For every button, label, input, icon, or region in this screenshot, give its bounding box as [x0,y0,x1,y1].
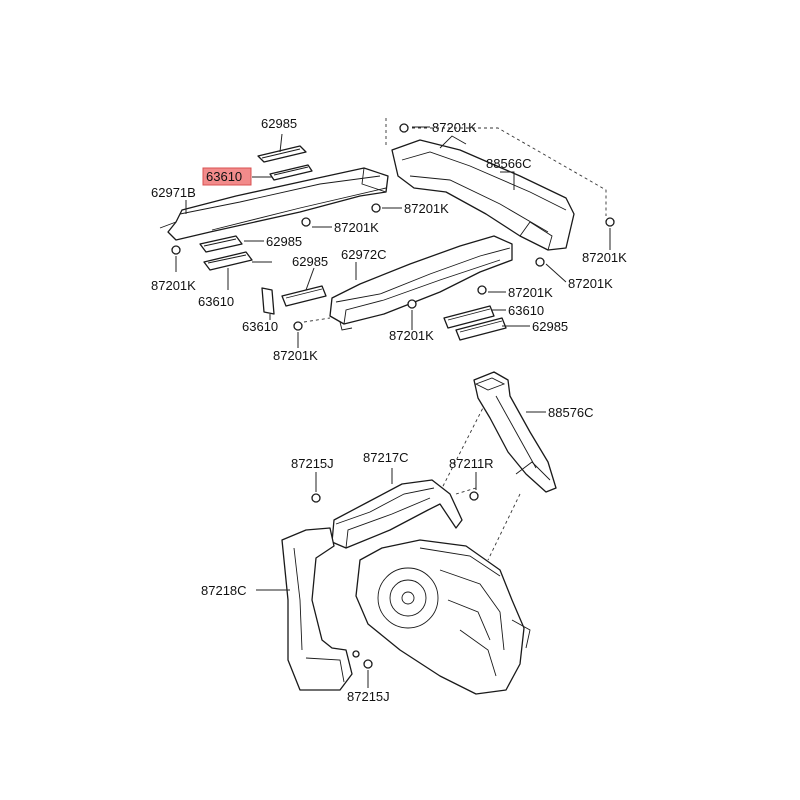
duct-87218C [281,527,353,691]
label-87201K-a: 87201K [432,120,477,135]
label-87201K-c: 87201K [334,220,379,235]
label-63610-c: 63610 [242,319,278,334]
label-63610-b: 63610 [508,303,544,318]
blower-unit [355,539,531,695]
duct-88576C [473,371,557,493]
label-87218C: 87218C [201,583,247,598]
duct-88566C [391,135,575,251]
label-87201K-i: 87201K [273,348,318,363]
gasket-63610-highlight [269,164,313,181]
label-87215J-a: 87215J [291,456,334,471]
duct-62972C [329,235,513,331]
highlight-box [202,167,252,186]
label-87201K-g: 87201K [508,285,553,300]
fasteners-lower [311,491,479,669]
part-labels: 62985 63610 62971B 87201K 88566C 87201K … [151,116,627,704]
label-62985-a: 62985 [261,116,297,131]
gasket-63610-left [199,235,253,271]
leader-lines [175,126,611,688]
label-87217C: 87217C [363,450,409,465]
label-62971B: 62971B [151,185,196,200]
label-88576C: 88576C [548,405,594,420]
label-88566C: 88566C [486,156,532,171]
label-87201K-h: 87201K [389,328,434,343]
gasket-63610-right [443,305,507,341]
label-87201K-e: 87201K [151,278,196,293]
gasket-63610-mid [261,285,327,315]
label-87215J-b: 87215J [347,689,390,704]
label-62985-b: 62985 [266,234,302,249]
label-63610-a: 63610 [198,294,234,309]
clips-87201K [171,123,615,331]
label-87201K-f: 87201K [568,276,613,291]
label-62972C: 62972C [341,247,387,262]
label-87201K-b: 87201K [404,201,449,216]
duct-87217C [331,479,463,549]
label-63610-highlight: 63610 [206,169,242,184]
label-62985-d: 62985 [532,319,568,334]
grille-62985-top [257,145,307,163]
label-87211R: 87211R [449,456,494,471]
duct-62971B [159,167,389,241]
label-87201K-d: 87201K [582,250,627,265]
dashed-leaders [303,118,607,561]
label-62985-c: 62985 [292,254,328,269]
